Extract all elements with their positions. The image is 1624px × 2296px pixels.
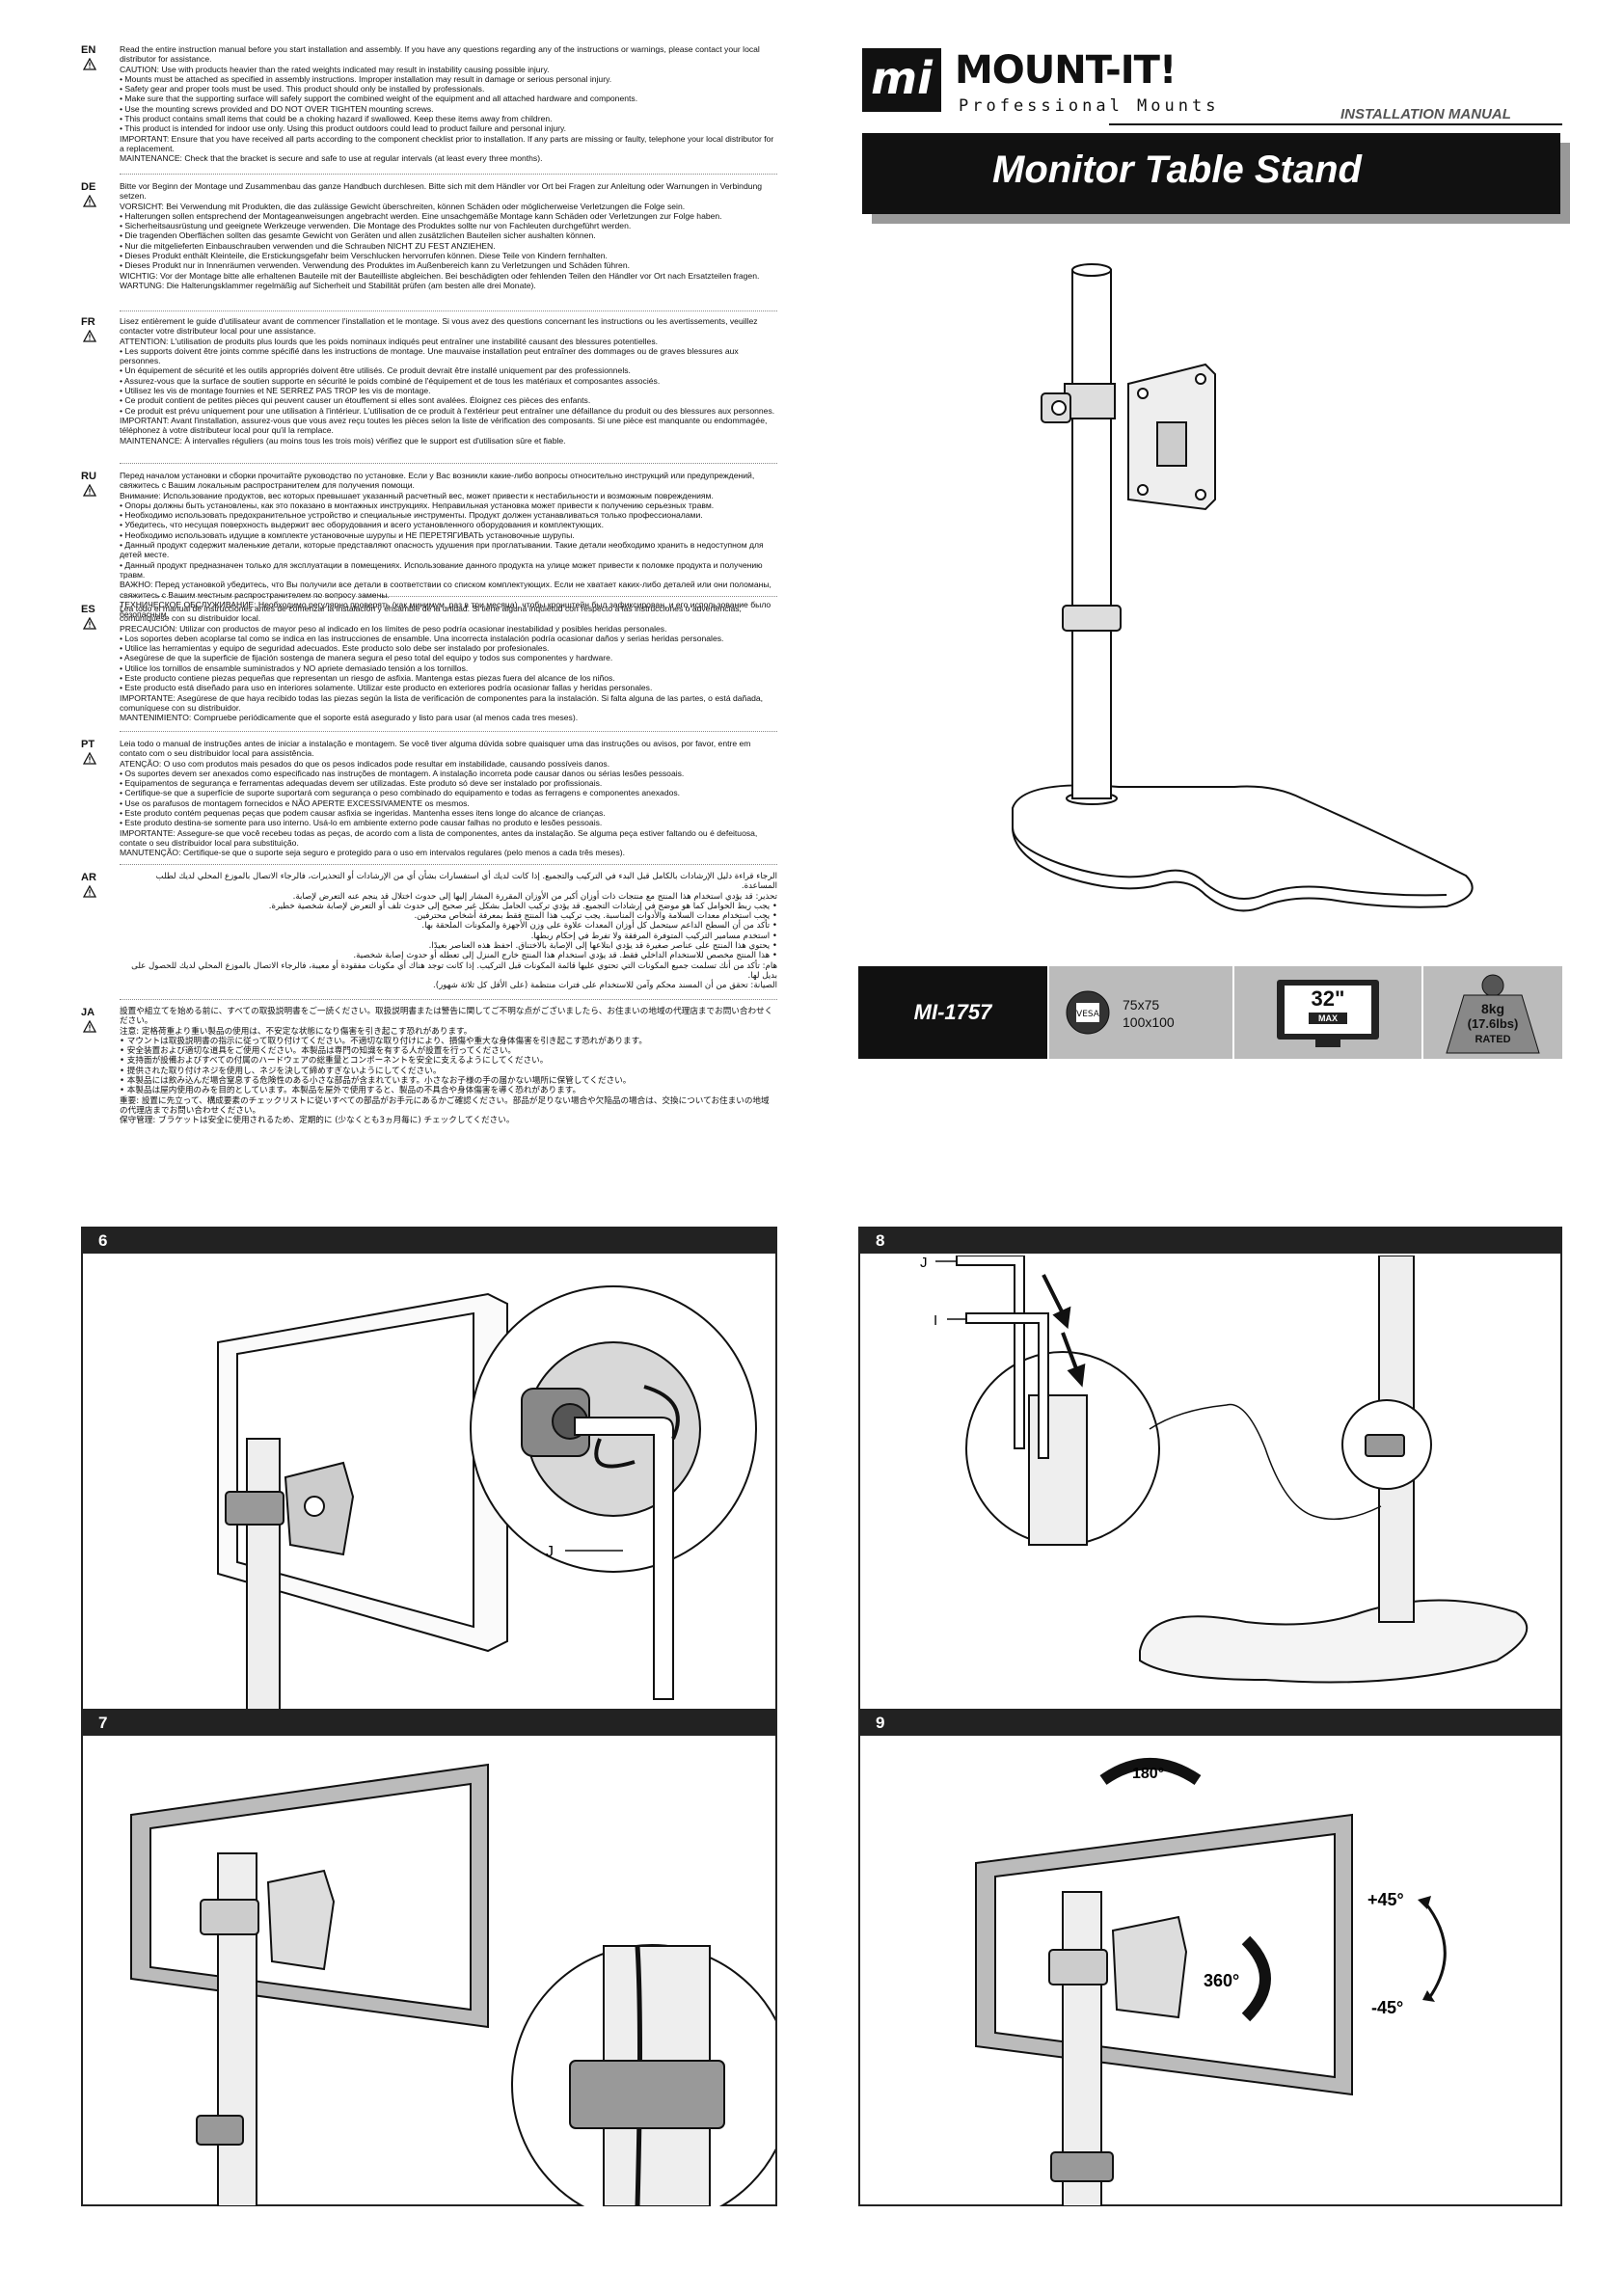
monitor-icon: 32" MAX (1277, 980, 1379, 1040)
brand-tagline: Professional Mounts (959, 96, 1220, 116)
divider (120, 174, 777, 175)
lang-block-en: EN Read the entire instruction manual be… (81, 44, 777, 164)
step-8-panel: 8 J I (858, 1227, 1562, 1715)
stand-base (1012, 784, 1474, 912)
warning-icon (83, 330, 96, 342)
divider (120, 596, 777, 597)
lang-text: 設置や組立てを始める前に、すべての取扱説明書をご一読ください。取扱説明書または警… (120, 1007, 773, 1126)
lang-text: Lisez entièrement le guide d'utilisateur… (120, 316, 775, 446)
rotate-360-arrow (1241, 1935, 1271, 2022)
tilt-up-label: +45° (1367, 1890, 1404, 1909)
lang-code: DE (81, 181, 96, 193)
lang-text: الرجاء قراءة دليل الإرشادات بالكامل قبل … (131, 872, 777, 991)
warning-icon (83, 617, 96, 630)
model-number: MI-1757 (858, 966, 1047, 1059)
rotate-360-label: 360° (1204, 1971, 1239, 1990)
vesa-size-1: 75x75 (1123, 997, 1160, 1013)
lang-code: PT (81, 739, 95, 750)
header-rule (1109, 123, 1562, 125)
warning-icon (83, 195, 96, 207)
lang-block-ru: RU Перед началом установки и сборки проч… (81, 471, 777, 619)
label-i: I (934, 1312, 937, 1329)
step-number: 8 (860, 1229, 1560, 1254)
lang-code: EN (81, 44, 96, 56)
vesa-icon: VESA (1066, 990, 1110, 1035)
vesa-spec: VESA 75x75 100x100 (1049, 966, 1232, 1059)
label-j: J (546, 1544, 554, 1560)
lang-text: Bitte vor Beginn der Montage und Zusamme… (120, 181, 763, 290)
lang-block-ja: JA 設置や組立てを始める前に、すべての取扱説明書をご一読ください。取扱説明書ま… (81, 1007, 777, 1126)
lang-code: RU (81, 471, 96, 482)
lang-block-fr: FR Lisez entièrement le guide d'utilisat… (81, 316, 777, 446)
step-6-panel: 6 J (81, 1227, 777, 1715)
tilt-arrow (1422, 1901, 1447, 1999)
page-title: Monitor Table Stand (992, 149, 1362, 191)
lang-text: Leia todo o manual de instruções antes d… (120, 739, 758, 858)
divider (120, 463, 777, 464)
warning-icon (83, 484, 96, 497)
step-9-illustration: 180° 360° +45° -45° (975, 1758, 1447, 2206)
step-8-illustration: J I (920, 1256, 1529, 1684)
step-9-panel: 9 180° 360° +45° -45° (858, 1709, 1562, 2206)
lang-block-es: ES Lea todo el manual de instrucciones a… (81, 604, 777, 723)
weight-spec: 8kg (17.6lbs) RATED (1423, 966, 1562, 1059)
screen-size: 32" (1311, 986, 1345, 1011)
brand-name: MOUNT-IT! (955, 48, 1177, 93)
lang-code: JA (81, 1007, 95, 1018)
lang-text: Перед началом установки и сборки прочита… (120, 471, 771, 620)
divider (120, 731, 777, 732)
step-7-panel: 7 (81, 1709, 777, 2206)
divider (120, 864, 777, 865)
tilt-down-label: -45° (1371, 1998, 1403, 2017)
weight-lbs: (17.6lbs) (1467, 1016, 1519, 1031)
vesa-size-2: 100x100 (1123, 1014, 1175, 1030)
lang-text: Lea todo el manual de instrucciones ante… (120, 604, 764, 723)
lang-code: ES (81, 604, 95, 615)
weight-kg: 8kg (1480, 1001, 1505, 1016)
lang-code: AR (81, 872, 96, 883)
step-number: 9 (860, 1711, 1560, 1736)
lang-block-ar: AR الرجاء قراءة دليل الإرشادات بالكامل ق… (81, 872, 777, 991)
label-j: J (920, 1256, 928, 1271)
lang-text: Read the entire instruction manual befor… (120, 44, 774, 164)
weight-rated: RATED (1475, 1034, 1511, 1045)
screen-size-spec: 32" MAX (1234, 966, 1421, 1059)
product-illustration (1012, 263, 1474, 912)
svg-text:VESA: VESA (1076, 1010, 1100, 1019)
step-number: 7 (83, 1711, 775, 1736)
warning-icon (83, 885, 96, 898)
weight-icon (1446, 974, 1540, 1054)
divider (120, 999, 777, 1000)
title-bar: Monitor Table Stand (862, 133, 1560, 214)
step-number: 6 (83, 1229, 775, 1254)
doc-type: INSTALLATION MANUAL (1340, 106, 1511, 122)
rotate-180-label: 180° (1132, 1766, 1164, 1782)
warning-icon (83, 1020, 96, 1033)
warning-icon (83, 752, 96, 765)
lang-block-pt: PT Leia todo o manual de instruções ante… (81, 739, 777, 858)
lang-block-de: DE Bitte vor Beginn der Montage und Zusa… (81, 181, 777, 290)
step-7-illustration (130, 1763, 775, 2206)
screen-max-label: MAX (1309, 1013, 1347, 1024)
brand-logo-mark: mi (862, 48, 941, 112)
lang-code: FR (81, 316, 95, 328)
rotate-180-arrow (1099, 1758, 1202, 1786)
stand-pole (1071, 269, 1112, 799)
warning-icon (83, 58, 96, 70)
step-6-illustration: J (217, 1285, 757, 1715)
